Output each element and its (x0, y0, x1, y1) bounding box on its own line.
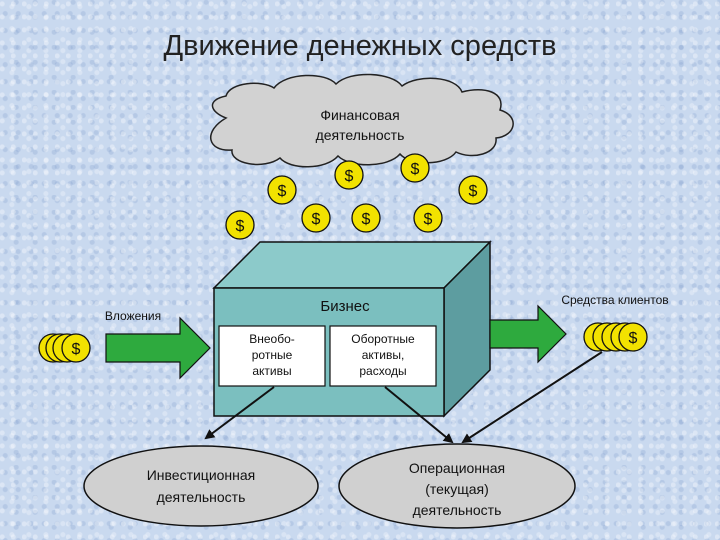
financial-activity-label: Финансовая деятельность (315, 107, 405, 143)
flowing-coins: $ $ $ $ $ $ $ $ (225, 153, 488, 240)
dollar-coin: $ (618, 322, 648, 352)
dollar-coin: $ (458, 175, 488, 205)
current-assets-label: Оборотные активы, расходы (351, 332, 415, 378)
business-box-top (212, 241, 492, 289)
dollar-coin: $ (351, 203, 381, 233)
investing-activity-label: Инвестиционная деятельность (146, 467, 256, 505)
dollar-icon: $ (424, 211, 433, 228)
dollar-coin: $ (225, 210, 255, 240)
arrow-current-to-operating (384, 386, 454, 444)
dollar-icon: $ (278, 183, 287, 200)
dollar-coin: $ (334, 160, 364, 190)
client-funds-arrow (489, 304, 567, 364)
dollar-icon: $ (362, 211, 371, 228)
dollar-icon: $ (411, 161, 420, 178)
dollar-icon: $ (345, 168, 354, 185)
investing-activity-ellipse (83, 445, 319, 527)
arrow-to-investing (204, 386, 275, 440)
dollar-icon: $ (469, 183, 478, 200)
dollar-icon: $ (236, 218, 245, 235)
dollar-icon: $ (72, 341, 81, 358)
business-label: Бизнес (320, 298, 370, 315)
arrow-clients-to-operating (461, 351, 603, 444)
investment-arrow (105, 316, 211, 380)
dollar-coin: $ (301, 203, 331, 233)
dollar-icon: $ (312, 211, 321, 228)
page-title: Движение денежных средств (163, 30, 557, 62)
dollar-coin: $ (413, 203, 443, 233)
investment-coin-stack: $ (38, 333, 91, 363)
operating-activity-ellipse (338, 443, 576, 529)
operating-activity-label: Операционная (текущая) деятельность (408, 460, 506, 518)
dollar-coin: $ (267, 175, 297, 205)
dollar-coin: $ (400, 153, 430, 183)
client-coin-stack: $ (583, 322, 648, 352)
noncurrent-assets-label: Внеобо- ротные активы (249, 332, 295, 378)
financial-activity-cloud (209, 73, 514, 168)
client-funds-label: Средства клиентов (561, 293, 669, 307)
current-assets-box (329, 325, 437, 387)
noncurrent-assets-box (218, 325, 326, 387)
dollar-icon: $ (629, 330, 638, 347)
investments-label: Вложения (104, 309, 162, 323)
dollar-coin: $ (61, 333, 91, 363)
